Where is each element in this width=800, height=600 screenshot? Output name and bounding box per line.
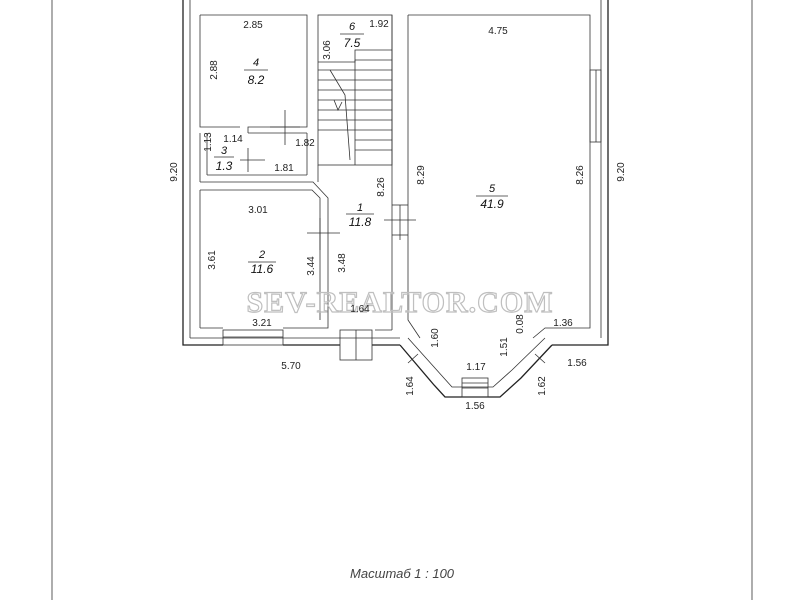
dim-room4-width: 2.85 <box>243 20 263 31</box>
bay-window <box>399 337 553 398</box>
room-4-area: 8.2 <box>248 73 265 87</box>
outer-walls <box>182 0 609 346</box>
dim-bay-right-outer: 1.62 <box>537 376 548 396</box>
room-6-area: 7.5 <box>344 36 361 50</box>
dim-room2-bottom: 3.21 <box>252 318 272 329</box>
dim-overall-right: 9.20 <box>616 162 627 182</box>
room-labels: 4 8.2 6 7.5 3 1.3 1 11.8 2 11.6 5 41.9 <box>214 21 508 276</box>
room-1-number: 1 <box>357 202 363 214</box>
scale-label: Масштаб 1 : 100 <box>350 566 455 581</box>
dim-hall-bottom: 1.64 <box>350 304 370 315</box>
room-3-number: 3 <box>221 145 228 157</box>
dim-room3-b: 1.13 <box>203 132 214 152</box>
dim-corridor-a: 1.82 <box>295 138 315 149</box>
room-2-number: 2 <box>258 249 265 261</box>
dim-bay-right-inner: 1.51 <box>499 337 510 357</box>
watermark: SEV-REALTOR.COM <box>246 286 553 319</box>
dim-bay-left-outer: 1.64 <box>405 376 416 396</box>
dim-room2-height: 3.61 <box>207 250 218 270</box>
dim-bay-side-outer: 1.56 <box>567 358 587 369</box>
dim-bay-front-outer: 1.56 <box>465 401 485 412</box>
dim-room3-a: 1.14 <box>223 134 243 145</box>
room-2-area: 11.6 <box>251 262 274 276</box>
dim-big-width: 4.75 <box>488 26 508 37</box>
dim-overall-left: 9.20 <box>169 162 180 182</box>
room-5-number: 5 <box>489 183 496 195</box>
room-4-number: 4 <box>253 57 259 69</box>
dim-big-right: 8.26 <box>575 165 586 185</box>
dim-room3-width: 1.81 <box>274 163 294 174</box>
dim-hall-left: 3.48 <box>337 253 348 273</box>
room-3-area: 1.3 <box>216 159 233 173</box>
dim-bay-right-small: 0.08 <box>515 314 526 334</box>
room-5-area: 41.9 <box>480 197 504 211</box>
dim-room2-right: 3.44 <box>306 256 317 276</box>
room-1-area: 11.8 <box>349 215 372 229</box>
dim-stair-height: 3.06 <box>322 40 333 60</box>
interior-walls <box>199 14 602 361</box>
staircase <box>318 49 392 165</box>
dim-room2-width: 3.01 <box>248 205 268 216</box>
dim-hall-right: 8.26 <box>376 177 387 197</box>
dim-room4-height: 2.88 <box>209 60 220 80</box>
dimensions: 2.85 2.88 1.92 3.06 1.14 1.13 1.81 1.82 … <box>169 19 627 412</box>
dim-overall-bottom: 5.70 <box>281 361 301 372</box>
dim-big-bottom-right: 1.36 <box>553 318 573 329</box>
room-6-number: 6 <box>349 21 356 33</box>
dim-bay-left-inner: 1.60 <box>430 328 441 348</box>
dim-stair-width: 1.92 <box>369 19 389 30</box>
dim-bay-front-inner: 1.17 <box>466 362 486 373</box>
dim-big-left: 8.29 <box>416 165 427 185</box>
